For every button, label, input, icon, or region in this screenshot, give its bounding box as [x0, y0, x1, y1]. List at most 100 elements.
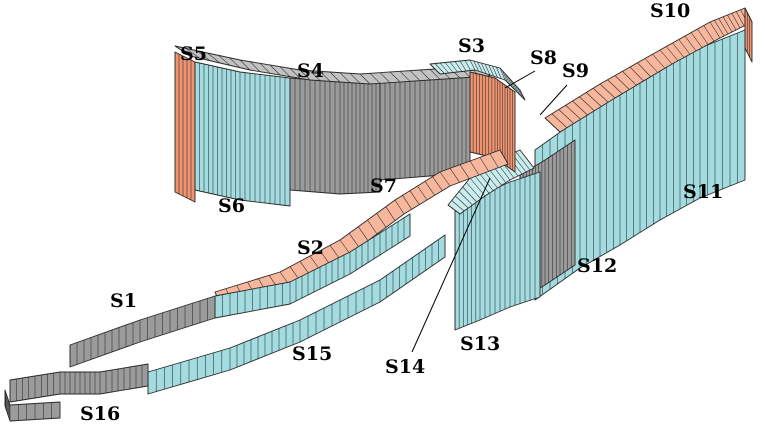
s15-face: [147, 234, 446, 395]
s3-strip-rib: [434, 63, 445, 74]
s4t-strip-rib: [319, 71, 331, 82]
label-s13: S13: [460, 333, 500, 355]
label-s11: S11: [683, 181, 723, 203]
s2-strip-rib: [358, 226, 369, 241]
s10-strip-rib: [684, 35, 697, 52]
s3-strip-rib: [464, 60, 471, 71]
s4t-strip-rib: [228, 57, 241, 68]
s10-strip-rib: [629, 66, 644, 82]
s13t-strip-rib: [473, 174, 490, 194]
s13t-strip-rib: [469, 177, 486, 197]
s2-strip-rib: [409, 190, 420, 205]
s4t-strip-rib: [359, 73, 371, 85]
s5-face: [174, 51, 196, 203]
label-s10: S10: [650, 0, 690, 22]
s1-face: [69, 295, 216, 368]
s10-strip-rib: [586, 92, 602, 107]
s13t-strip-rib: [478, 171, 494, 191]
s10-strip-rib: [703, 25, 715, 42]
s10-strip-rib: [659, 49, 673, 65]
s3-strip-rib: [504, 73, 511, 86]
label-s3: S3: [458, 35, 485, 57]
s3-strip-rib: [444, 62, 454, 73]
s3-strip-rib: [499, 67, 506, 81]
s3-strip-rib: [481, 62, 487, 74]
s10-strip-rib: [558, 109, 574, 124]
s10-strip-rib: [736, 11, 745, 27]
s2-strip-rib: [479, 157, 489, 172]
s4t-strip-rib: [429, 69, 441, 80]
s10-strip-rib: [709, 21, 721, 39]
s4t-strip-rib: [309, 70, 321, 81]
s4t-strip-rib: [329, 71, 341, 83]
s6-face: [194, 61, 291, 207]
s2-strip-rib: [439, 171, 451, 187]
s3-strip-rib: [454, 61, 463, 72]
s2-strip-rib: [417, 185, 428, 201]
s4t-strip-rib: [279, 66, 291, 77]
s3-strip-rib: [502, 70, 508, 83]
s16-face: [9, 363, 149, 403]
s13t-strip-rib: [515, 151, 531, 171]
s10-strip-rib: [652, 54, 666, 69]
s3-strip-rib: [459, 60, 467, 72]
leader-s9: [539, 84, 568, 116]
s3-strip-rib: [469, 59, 476, 71]
s2-strip-rib: [394, 199, 405, 215]
s10-strip-rib: [722, 16, 733, 33]
s4t-strip-rib: [269, 64, 281, 76]
s4t-strip-rib: [409, 70, 421, 81]
s4t-strip-rib: [369, 73, 381, 84]
label-s1: S1: [110, 290, 137, 312]
s2-strip-rib: [376, 213, 387, 228]
s3-strip-rib: [429, 63, 441, 75]
s3-strip-rib: [495, 66, 502, 79]
s2-strip-rib: [339, 239, 351, 255]
s10-strip-rib: [544, 117, 561, 133]
s3-strip-rib: [517, 87, 523, 98]
leader-s8: [504, 70, 536, 89]
s3-strip-rib: [509, 78, 516, 91]
s4t-strip-rib: [349, 73, 361, 84]
s10-strip-rib: [599, 83, 616, 99]
label-s12: S12: [577, 255, 617, 277]
s3-strip: [429, 59, 526, 101]
s13t-strip-rib: [458, 191, 473, 206]
s4t-strip-rib: [185, 48, 201, 59]
s3-strip-rib: [477, 61, 483, 73]
label-s4: S4: [297, 60, 324, 82]
s10-strip-rib: [691, 32, 703, 48]
segment-labels: S5 S4 S3 S8 S9 S10 S7 S6 S11 S2 S12 S1 S…: [80, 0, 723, 425]
s2-strip-rib: [449, 168, 460, 183]
s4t-strip-rib: [289, 68, 301, 79]
s4t-strip-rib: [389, 71, 401, 83]
s2-strip-rib: [459, 164, 470, 179]
s4t-strip-rib: [379, 72, 391, 83]
label-s14: S14: [385, 356, 425, 378]
s2-strip-rib: [367, 219, 378, 235]
s2-strip-rib: [424, 181, 435, 196]
s13t-strip-rib: [451, 200, 465, 212]
s3-strip-rib: [514, 84, 521, 96]
s10-strip-rib: [644, 58, 658, 73]
s10-strip-rib: [718, 18, 729, 35]
label-s6: S6: [218, 195, 245, 217]
label-s7: S7: [370, 175, 397, 197]
s10-strip-rib: [731, 13, 741, 29]
label-s15: S15: [292, 343, 332, 365]
s4t-strip-rib: [259, 63, 271, 74]
s13t-strip-rib: [466, 182, 482, 200]
s10-strip-rib: [714, 20, 725, 37]
ribbon-segments: [4, 7, 753, 422]
label-s16: S16: [80, 403, 120, 425]
s4t-strip-rib: [299, 69, 311, 81]
s10-strip-rib: [551, 113, 568, 128]
s3-strip-rib: [473, 60, 479, 72]
s10-strip-rib: [592, 88, 609, 103]
s4t-strip-rib: [419, 69, 431, 81]
label-s8: S8: [530, 47, 557, 69]
s10-strip-rib: [607, 79, 623, 94]
s10-strip-rib: [565, 105, 581, 120]
s4t-strip-rib: [207, 52, 221, 64]
